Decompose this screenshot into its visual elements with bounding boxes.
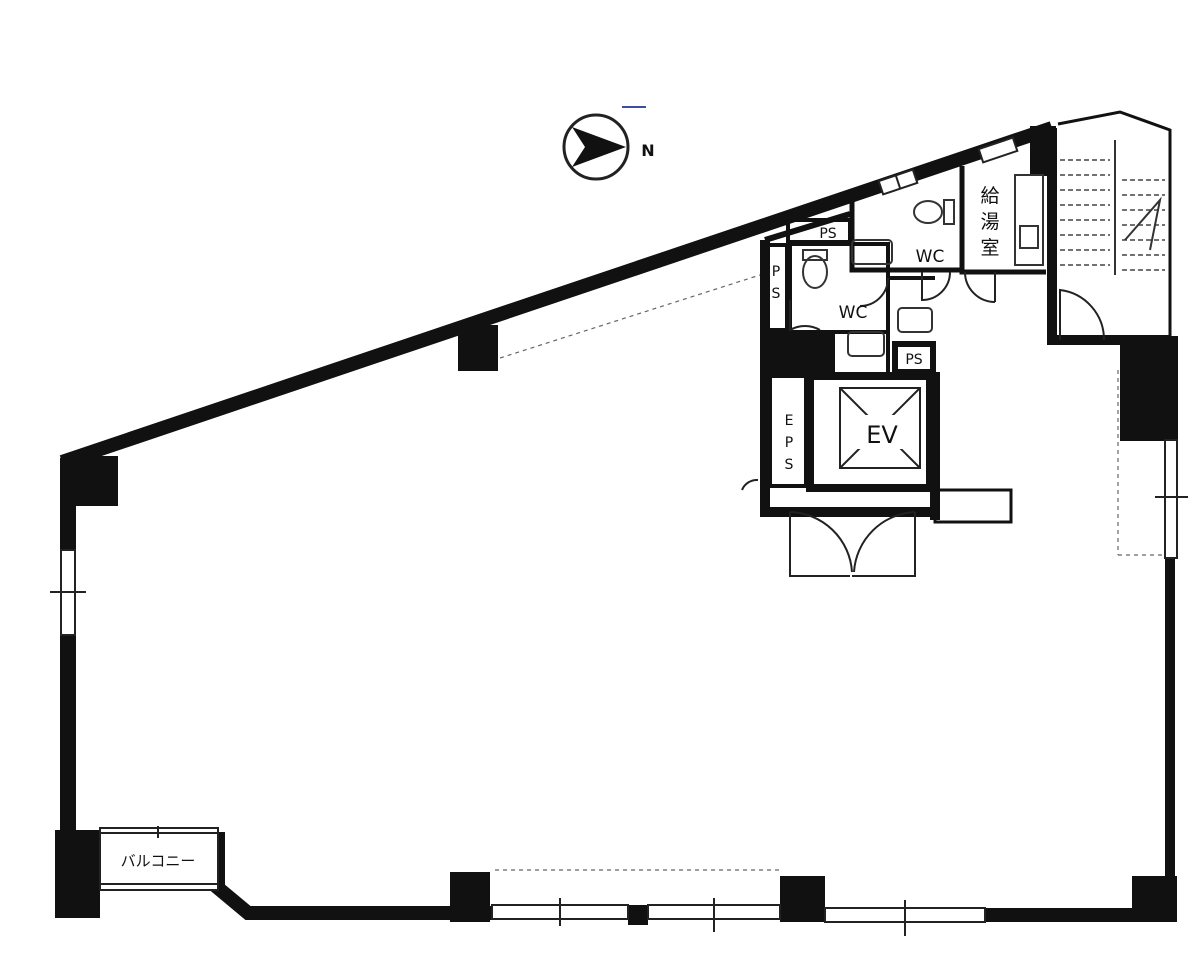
doors	[741, 271, 1106, 577]
columns	[55, 126, 1178, 925]
eps-label-3: S	[785, 457, 794, 473]
ps-top-label: PS	[819, 226, 836, 242]
eps-label-2: P	[785, 435, 793, 451]
column-diag	[458, 325, 498, 371]
ev-label: EV	[866, 421, 898, 449]
column-south-2	[780, 876, 825, 922]
column-core	[1030, 126, 1056, 176]
eps-label-1: E	[785, 413, 794, 429]
ps-lower-label: PS	[905, 352, 922, 368]
column-sw	[55, 830, 100, 918]
window-diag-2	[977, 136, 1019, 164]
ps-side-label-2: S	[772, 286, 781, 302]
sink-icon	[851, 239, 893, 265]
outer-walls	[59, 110, 1175, 922]
kyuto-label-3: 室	[980, 237, 999, 259]
stairs	[1060, 159, 1165, 271]
dashed-lines	[495, 274, 1165, 871]
wc-lower-label: WC	[839, 303, 868, 323]
compass-label: N	[641, 141, 654, 160]
wc-upper-label: WC	[916, 247, 945, 267]
core-walls	[760, 166, 1046, 524]
column-south-1	[450, 872, 490, 922]
column-ne	[1120, 336, 1178, 441]
column-se	[1132, 876, 1177, 922]
kyuto-label-1: 給	[980, 185, 999, 207]
column-nw	[62, 456, 118, 506]
column-south-3	[628, 905, 648, 925]
balcony	[99, 826, 219, 891]
toilet-icon	[802, 255, 828, 289]
kyuto-label-2: 湯	[980, 211, 999, 233]
toilet-icon	[913, 200, 943, 224]
core-mass	[765, 332, 835, 376]
north-arrow-icon	[562, 106, 646, 181]
balcony-label: バルコニー	[121, 852, 196, 870]
balcony-area	[99, 827, 219, 891]
sink-icon	[897, 307, 933, 333]
stair-outline	[1057, 110, 1172, 336]
windows	[50, 136, 1188, 936]
ps-side-label-1: P	[772, 264, 780, 280]
fixtures	[802, 174, 1044, 357]
sink-icon	[847, 331, 885, 357]
kitchen-counter	[1014, 174, 1044, 266]
window-east	[1164, 439, 1178, 559]
